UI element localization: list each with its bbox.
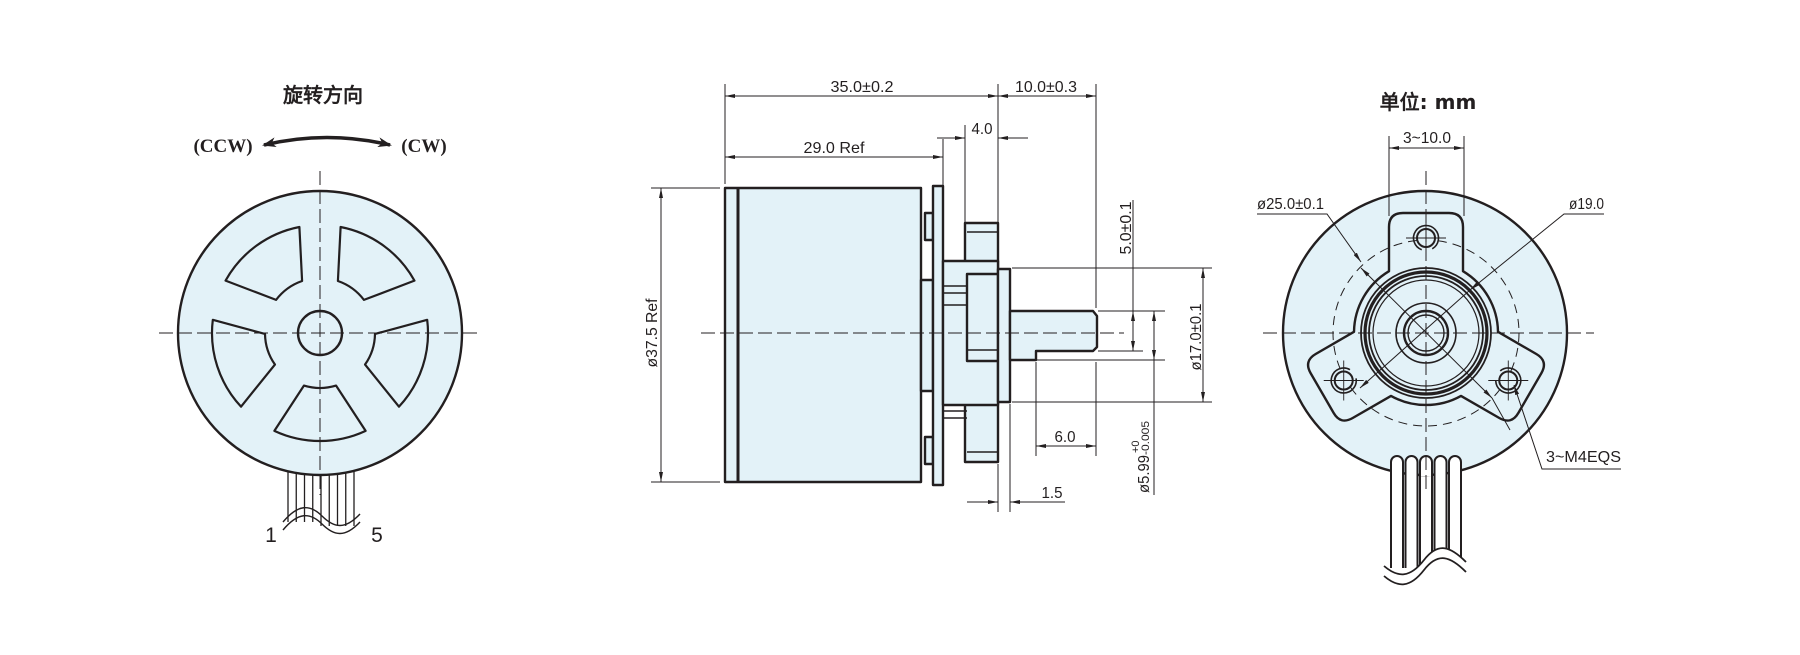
dim-body-diameter: ø37.5 Ref xyxy=(644,298,661,368)
wire-top xyxy=(1390,455,1404,476)
dim-flat-length: 6.0 xyxy=(1055,429,1076,446)
spoke-window xyxy=(224,225,304,301)
dim-shaft-diameter: ø5.99 +0 -0.005 xyxy=(1130,421,1153,493)
dim-body-length: 29.0 Ref xyxy=(804,140,866,157)
flange-plate xyxy=(931,184,945,487)
dim-ring-diameter: ø19.0 xyxy=(1569,196,1604,213)
dim-boss-diameter: ø17.0±0.1 xyxy=(1188,303,1205,370)
wire-break-mask xyxy=(1384,548,1466,600)
wire-break-line xyxy=(1383,557,1467,586)
side-view: 35.0±0.2 10.0±0.3 4.0 29.0 Ref ø37.5 Ref… xyxy=(644,79,1212,512)
ccw-label: (CCW) xyxy=(193,136,252,157)
rear-boss xyxy=(919,278,935,393)
spoke-windows xyxy=(210,225,430,443)
thread-arc xyxy=(1330,367,1358,394)
shaft-tolerance-upper: +0 xyxy=(1130,440,1142,453)
dim-pitch-diameter: ø25.0±0.1 xyxy=(1257,196,1324,213)
spoke-window xyxy=(363,318,430,408)
wire-top xyxy=(1433,455,1448,476)
dim-flange-thickness: 4.0 xyxy=(972,121,993,138)
spoke-window xyxy=(336,225,416,301)
dimension-lines xyxy=(659,94,1205,504)
dim-screw-holes: 3~M4EQS xyxy=(1546,449,1621,466)
unit-label: 单位: mm xyxy=(1380,90,1477,114)
front-wires xyxy=(1383,455,1467,600)
cw-label: (CW) xyxy=(401,136,446,157)
wire-top xyxy=(1448,455,1462,476)
dim-tab-width: 3~10.0 xyxy=(1403,130,1451,147)
dim-shaft-length: 10.0±0.3 xyxy=(1015,79,1077,96)
rear-view: 旋转方向 (CCW) (CW) 1 5 xyxy=(159,83,481,547)
bearing-boss xyxy=(996,267,1012,404)
front-view: 单位: mm 3~10.0 ø25.0±0.1 ø19.0 xyxy=(1257,90,1621,600)
rotation-arrow-icon xyxy=(262,135,392,148)
wire-break-line xyxy=(282,515,361,535)
shaft xyxy=(1008,309,1099,362)
ring-diameter-line xyxy=(1359,289,1471,389)
dim-flat-depth: 5.0±0.1 xyxy=(1118,201,1135,254)
wire-break-line xyxy=(282,507,361,527)
dim-total-length: 35.0±0.2 xyxy=(831,79,894,96)
wire-break-line xyxy=(1383,547,1467,576)
thread-arc xyxy=(1412,224,1440,251)
wire-tops xyxy=(1390,455,1462,476)
shaft-tolerance-lower: -0.005 xyxy=(1140,421,1152,455)
boss-inner xyxy=(965,272,1000,363)
wire-top xyxy=(1404,455,1419,476)
wire-label-first: 1 xyxy=(265,524,277,547)
shaft-diameter-value: ø5.99 xyxy=(1136,455,1153,493)
rotation-direction-title: 旋转方向 xyxy=(282,83,363,107)
motor-body xyxy=(723,186,923,484)
pitch-diameter-line xyxy=(1360,267,1493,399)
spoke-window xyxy=(210,318,277,408)
wire-label-last: 5 xyxy=(371,524,383,547)
thread-arc xyxy=(1494,367,1522,394)
screw-holes xyxy=(1323,218,1529,401)
dim-bearing-step: 1.5 xyxy=(1042,485,1063,502)
spoke-window xyxy=(273,384,367,443)
